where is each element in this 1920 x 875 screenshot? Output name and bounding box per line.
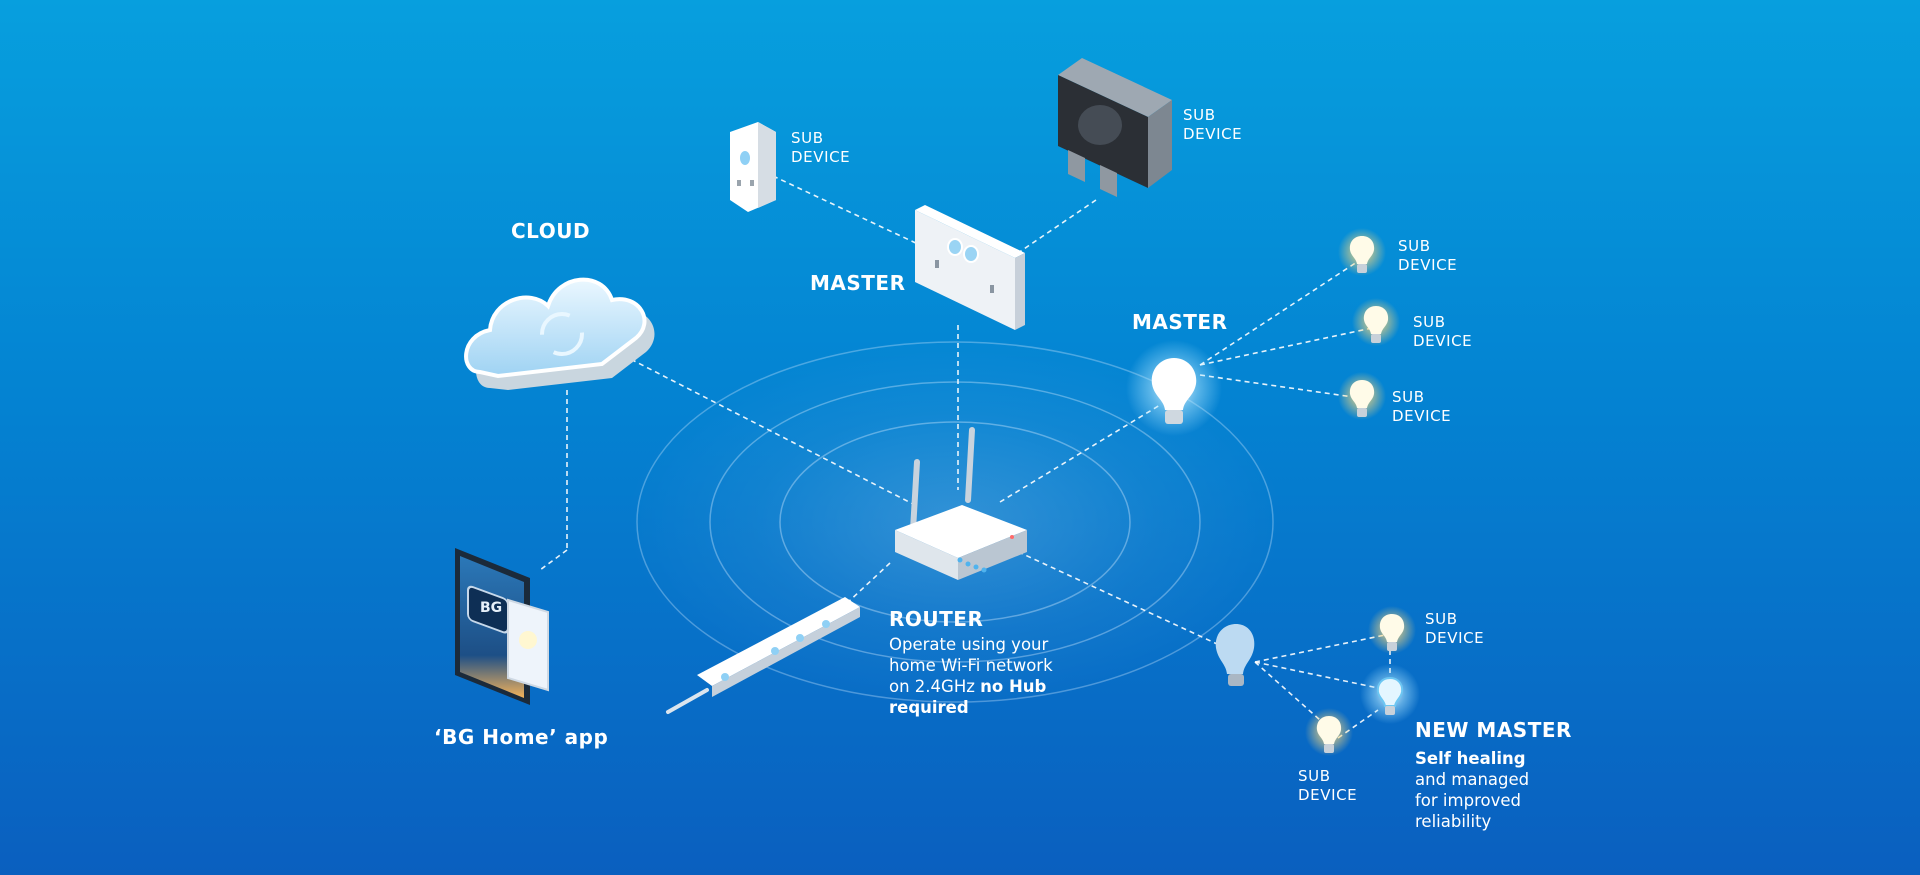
new-master-label: NEW MASTER [1415, 718, 1572, 742]
bulb-master-label: MASTER [1132, 310, 1228, 334]
warm-bulbs [1305, 228, 1416, 756]
router-caption: ROUTER Operate using your home Wi-Fi net… [889, 607, 1053, 718]
connection-lines [539, 175, 1391, 739]
module-box-sub-device [1058, 58, 1172, 197]
smart-bulb-sub-1 [1338, 228, 1386, 276]
router-label: ROUTER [889, 607, 984, 631]
smart-bulb-new-master [1360, 664, 1420, 724]
smart-plug-sub-device [730, 122, 776, 212]
smart-bulb-sub-5 [1305, 708, 1353, 756]
router-icon [895, 427, 1027, 580]
smart-bulb-former-master [1215, 624, 1255, 686]
smart-bulb-sub-2 [1352, 298, 1400, 346]
extension-lead-icon [666, 597, 860, 714]
smart-bulb-master [1126, 340, 1222, 436]
app-label: ‘BG Home’ app [434, 725, 609, 749]
cloud-icon [464, 277, 655, 390]
tablet-app-icon: BG [455, 548, 549, 705]
new-master-description: Self healing and managed for improved re… [1415, 749, 1530, 831]
svg-text:BG: BG [480, 600, 502, 616]
socket-master-label: MASTER [810, 271, 906, 295]
wall-socket-master [915, 205, 1025, 330]
smart-bulb-sub-3 [1338, 372, 1386, 420]
cloud-label: CLOUD [511, 219, 591, 243]
router-description: Operate using your home Wi-Fi network on… [889, 635, 1053, 717]
new-master-caption: NEW MASTER Self healing and managed for … [1415, 718, 1572, 832]
smart-bulb-sub-4 [1368, 606, 1416, 654]
